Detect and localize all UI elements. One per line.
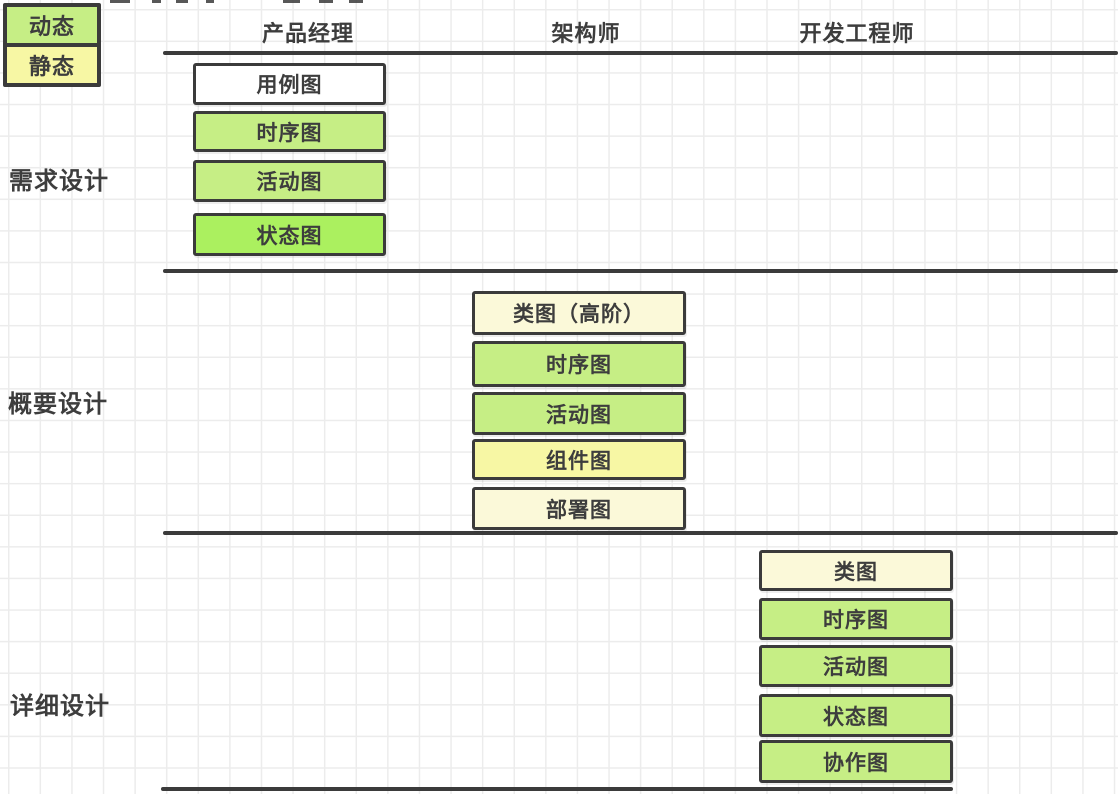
section-divider-2 <box>163 531 1118 535</box>
crop-artifact <box>152 0 161 3</box>
legend: 动态 静态 <box>3 3 101 87</box>
diagram-box-sequence-diagram: 时序图 <box>193 111 386 152</box>
section-divider-bottom <box>161 787 953 791</box>
row-label-high-level-design: 概要设计 <box>8 391 108 418</box>
diagram-box-activity-diagram: 活动图 <box>472 392 686 435</box>
diagram-box-state-diagram: 状态图 <box>193 213 386 256</box>
diagram-box-collaboration-diagram: 协作图 <box>759 740 953 783</box>
crop-artifact <box>283 0 300 3</box>
column-header-architect: 架构师 <box>551 21 621 46</box>
crop-artifact <box>349 0 363 3</box>
diagram-box-activity-diagram: 活动图 <box>759 645 953 687</box>
diagram-box-deployment-diagram: 部署图 <box>472 487 686 530</box>
crop-artifact <box>319 0 333 3</box>
row-label-detailed-design: 详细设计 <box>10 693 110 720</box>
header-underline <box>163 51 1118 55</box>
crop-artifact <box>110 0 130 3</box>
diagram-box-state-diagram: 状态图 <box>759 694 953 737</box>
diagram-box-sequence-diagram: 时序图 <box>472 341 686 387</box>
crop-artifact <box>176 0 188 3</box>
legend-item-dynamic: 动态 <box>3 3 101 47</box>
diagram-box-class-diagram: 类图 <box>759 550 953 591</box>
diagram-box-activity-diagram: 活动图 <box>193 160 386 202</box>
row-label-requirements-design: 需求设计 <box>9 168 109 195</box>
section-divider-1 <box>163 269 1118 273</box>
column-header-product-manager: 产品经理 <box>261 21 355 46</box>
diagram-box-class-diagram-high-level: 类图（高阶） <box>472 291 686 335</box>
diagram-box-component-diagram: 组件图 <box>472 439 686 480</box>
crop-artifact <box>206 0 214 3</box>
column-header-development-engineer: 开发工程师 <box>799 21 915 46</box>
diagram-box-sequence-diagram: 时序图 <box>759 598 953 640</box>
legend-item-static: 静态 <box>3 43 101 87</box>
diagram-box-use-case-diagram: 用例图 <box>193 63 386 105</box>
